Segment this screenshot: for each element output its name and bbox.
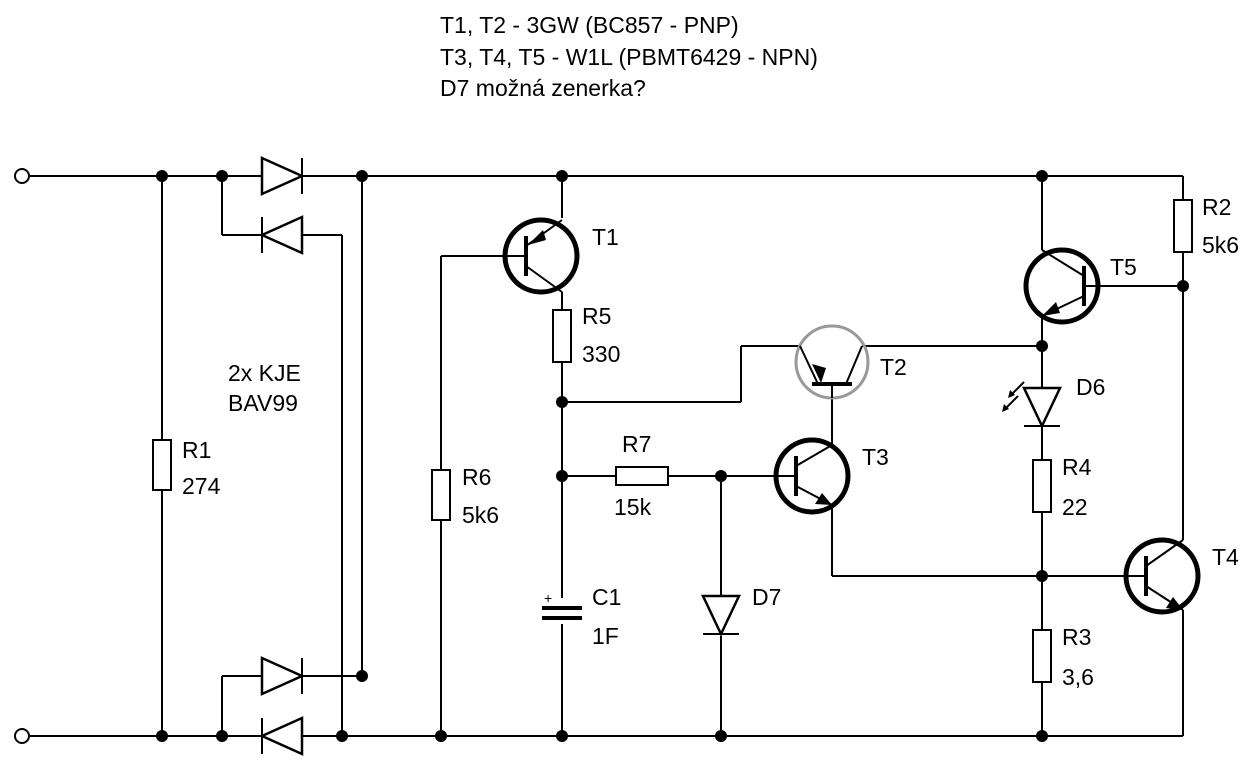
bridge-diode-top-forward <box>260 156 306 196</box>
led-d6 <box>1002 381 1062 429</box>
note-line-2: T3, T4, T5 - W1L (PBMT6429 - NPN) <box>440 44 818 70</box>
transistor-t3 <box>773 437 851 515</box>
input-terminal-top <box>14 168 30 184</box>
resistor-r4 <box>1032 459 1052 513</box>
bridge-label-1: 2x KJE <box>228 360 301 386</box>
r1-value: 274 <box>182 473 221 499</box>
r5-value: 330 <box>582 341 620 367</box>
t1-name: T1 <box>592 224 619 250</box>
t5-name: T5 <box>1110 254 1137 280</box>
junction-dots <box>156 170 1189 742</box>
r1-name: R1 <box>182 437 211 463</box>
diode-d7 <box>701 594 741 637</box>
r2-name: R2 <box>1202 194 1231 220</box>
t3-name: T3 <box>862 444 889 470</box>
transistor-t4 <box>1123 537 1201 615</box>
resistor-r3 <box>1032 629 1052 683</box>
bridge-label-2: BAV99 <box>228 390 298 416</box>
d6-name: D6 <box>1076 374 1105 400</box>
c1-name: C1 <box>592 584 621 610</box>
note-line-1: T1, T2 - 3GW (BC857 - PNP) <box>440 12 739 38</box>
bridge-diode-bottom-reverse <box>258 716 304 756</box>
input-terminal-bottom <box>14 728 30 744</box>
r5-name: R5 <box>582 303 611 329</box>
capacitor-c1 <box>542 606 582 620</box>
r4-value: 22 <box>1062 494 1088 520</box>
t2-name: T2 <box>880 354 907 380</box>
d7-name: D7 <box>752 584 781 610</box>
resistor-r7 <box>615 466 669 486</box>
bridge-diode-top-reverse <box>258 215 304 255</box>
transistor-t2 <box>794 324 870 400</box>
c1-polarity: + <box>544 590 552 606</box>
t4-name: T4 <box>1212 544 1239 570</box>
r2-value: 5k6 <box>1202 232 1239 258</box>
transistor-t1 <box>502 217 580 295</box>
wires <box>30 175 1184 737</box>
r3-name: R3 <box>1062 624 1091 650</box>
r7-value: 15k <box>614 494 652 520</box>
note-line-3: D7 možná zenerka? <box>440 75 646 101</box>
r3-value: 3,6 <box>1062 664 1094 690</box>
resistor-r5 <box>552 309 572 363</box>
transistor-t5 <box>1023 247 1101 325</box>
resistor-r1 <box>152 439 172 491</box>
r7-name: R7 <box>622 431 651 457</box>
r4-name: R4 <box>1062 454 1092 480</box>
resistor-r6 <box>431 469 451 521</box>
bridge-diode-bottom-forward <box>260 656 306 696</box>
r6-name: R6 <box>462 464 491 490</box>
c1-value: 1F <box>592 623 619 649</box>
notes: T1, T2 - 3GW (BC857 - PNP) T3, T4, T5 - … <box>440 12 818 101</box>
resistor-r2 <box>1173 199 1193 253</box>
r6-value: 5k6 <box>462 502 499 528</box>
